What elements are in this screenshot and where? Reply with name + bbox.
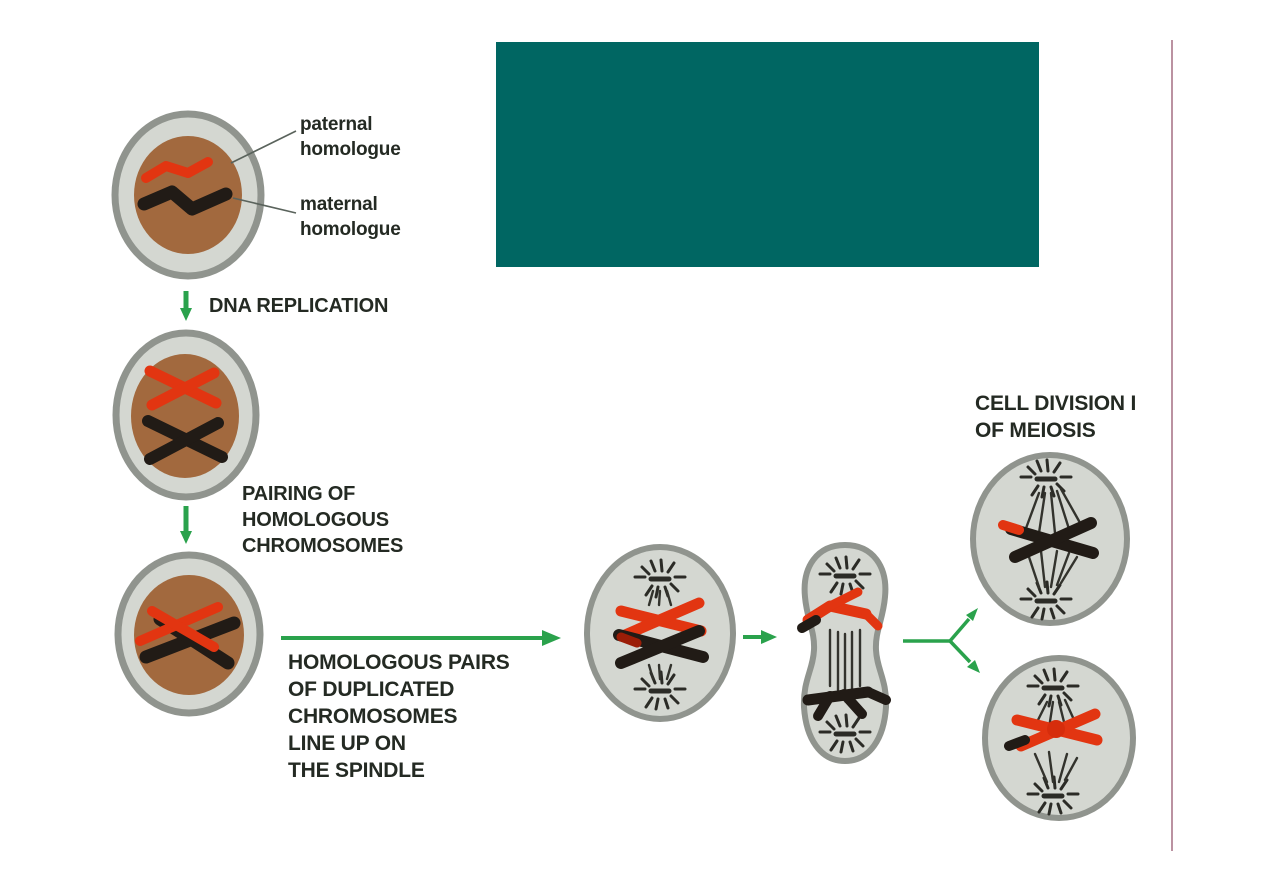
dna-replication-label: DNA REPLICATION bbox=[209, 295, 389, 317]
cell-membrane bbox=[584, 544, 736, 722]
dna-replication-arrowhead bbox=[180, 308, 192, 321]
spindle-fiber bbox=[1049, 549, 1059, 589]
daughter-cell-bottom bbox=[982, 655, 1136, 821]
paternal-chromosome-moving bbox=[825, 587, 863, 611]
paternal-chromosome bbox=[141, 157, 213, 183]
pairing-label: PAIRING OF HOMOLOGOUS CHROMOSOMES bbox=[242, 483, 404, 557]
cell-division-label: CELL DIVISION I OF MEIOSIS bbox=[975, 392, 1137, 442]
maternal-chromosome bbox=[1009, 517, 1097, 563]
cell-paired-homologues bbox=[114, 551, 264, 717]
cell-dividing bbox=[797, 541, 891, 765]
paternal-chromosome-paired bbox=[147, 606, 219, 652]
maternal-chromosome-moving bbox=[813, 691, 835, 721]
division-fork-down-arrowhead bbox=[967, 660, 980, 673]
cell-metaphase bbox=[584, 544, 736, 722]
daughter-cell-top bbox=[970, 452, 1130, 626]
division-fork-up bbox=[948, 617, 971, 643]
spindle-fiber bbox=[1059, 487, 1081, 523]
maternal-chromosome-moving bbox=[802, 686, 874, 706]
paternal-chromosome-duplicated bbox=[146, 367, 220, 411]
spindle-fiber bbox=[1047, 750, 1055, 784]
maternal-chromosome bbox=[137, 185, 233, 216]
teal-redaction-block bbox=[496, 42, 1039, 267]
spindle-fiber bbox=[1055, 551, 1071, 587]
spindle-fiber bbox=[1063, 756, 1079, 782]
spindle-fiber bbox=[665, 589, 673, 607]
cell-interphase bbox=[111, 110, 265, 280]
crossover-segment bbox=[998, 520, 1024, 535]
spindle-fiber bbox=[647, 663, 655, 681]
line-up-label: HOMOLOGOUS PAIRS OF DUPLICATED CHROMOSOM… bbox=[288, 651, 510, 782]
paternal-chromosome-moving bbox=[861, 609, 883, 631]
maternal-chromosome-moving bbox=[863, 687, 891, 705]
crossover-segment bbox=[797, 615, 821, 633]
paternal-chromosome bbox=[619, 597, 705, 641]
spindle-fiber bbox=[1037, 491, 1047, 535]
centromere bbox=[1047, 720, 1065, 738]
paternal-homologue-label: paternal homologue bbox=[300, 114, 401, 160]
spindle-fiber bbox=[1033, 752, 1049, 784]
spindle-fiber bbox=[665, 663, 673, 681]
maternal-chromosome bbox=[615, 625, 705, 669]
maternal-homologue-label: maternal homologue bbox=[300, 194, 401, 240]
crossover-segment bbox=[616, 632, 642, 648]
spindle-fiber bbox=[1023, 491, 1041, 533]
spindle-fiber bbox=[657, 589, 662, 607]
spindle-fiber bbox=[1039, 549, 1047, 589]
spindle-fiber bbox=[657, 663, 662, 681]
cell-membrane bbox=[982, 655, 1136, 821]
to-anaphase-arrowhead bbox=[761, 630, 777, 644]
spindle-fiber bbox=[1049, 491, 1057, 535]
page-edge-line bbox=[1171, 40, 1173, 851]
cell-after-replication bbox=[112, 329, 260, 501]
division-fork-down bbox=[948, 639, 972, 664]
spindle-fiber bbox=[1055, 489, 1071, 531]
spindle-fiber bbox=[647, 589, 655, 607]
maternal-chromosome-duplicated bbox=[144, 417, 224, 465]
pairing-arrowhead bbox=[180, 531, 192, 544]
line-up-arrowhead bbox=[542, 630, 561, 646]
spindle-fiber bbox=[1057, 752, 1069, 784]
maternal-chromosome-moving bbox=[839, 689, 867, 719]
spindle-fiber bbox=[1059, 555, 1079, 585]
crossover-segment bbox=[1004, 735, 1030, 751]
